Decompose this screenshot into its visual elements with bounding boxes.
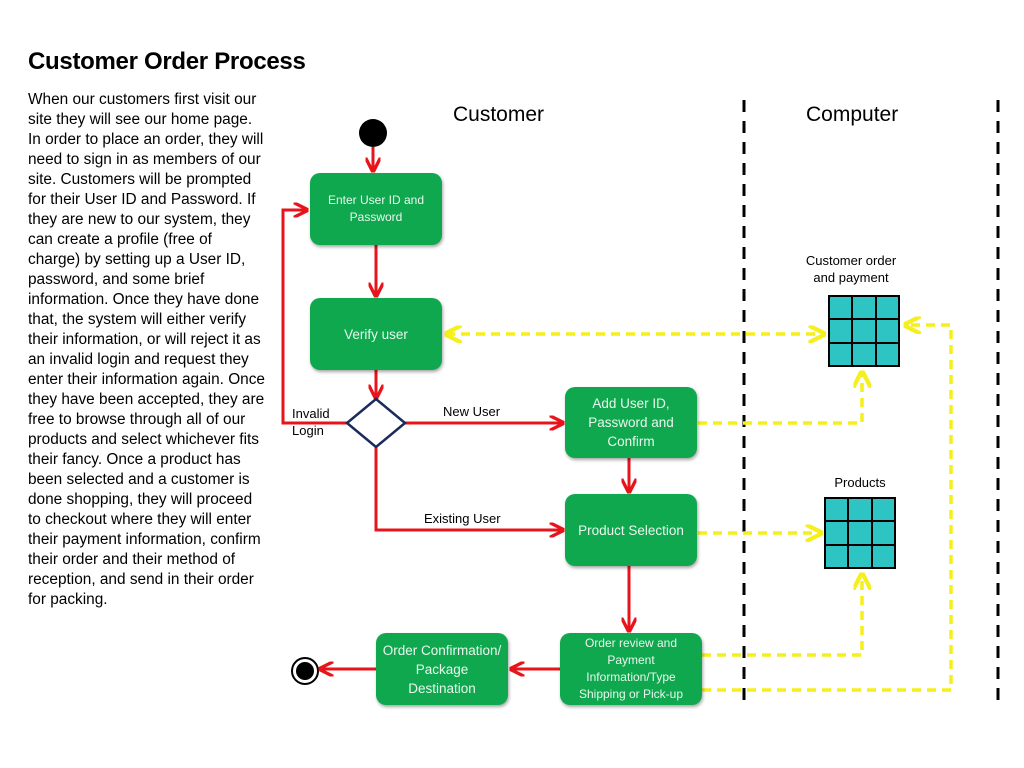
flow-existing-user: [374, 447, 563, 530]
node-product-selection: Product Selection: [565, 494, 697, 566]
process-description: When our customers first visit our site …: [28, 91, 265, 608]
datastore-label-customer-order: Customer order and payment: [805, 253, 897, 285]
datastore-label-products: Products: [834, 475, 886, 490]
node-add-user: Add User ID, Password and Confirm: [565, 387, 697, 458]
node-enter-credentials: Enter User ID and Password: [310, 173, 442, 245]
decision-diamond: [345, 397, 407, 449]
datastore-customer-order-icon: [828, 295, 900, 367]
dataflow-review-to-products: [702, 574, 862, 657]
node-order-review: Order review and Payment Information/Typ…: [560, 633, 702, 705]
page-title: Customer Order Process: [28, 48, 306, 75]
datastore-products-icon: [824, 497, 896, 569]
node-verify-user: Verify user: [310, 298, 442, 370]
label-invalid-login: Invalid Login: [292, 406, 330, 438]
flow-invalid-login: [281, 210, 348, 425]
label-new-user: New User: [443, 404, 501, 419]
dataflow-add-user-to-customer-order: [698, 372, 862, 425]
lane-label-computer: Computer: [806, 103, 899, 126]
lane-label-customer: Customer: [453, 103, 545, 126]
end-node-core: [296, 662, 314, 680]
dataflow-review-to-customer-order: [702, 325, 953, 692]
start-node-icon: [359, 119, 387, 147]
label-existing-user: Existing User: [424, 511, 501, 526]
node-order-confirmation: Order Confirmation/ Package Destination: [376, 633, 508, 705]
